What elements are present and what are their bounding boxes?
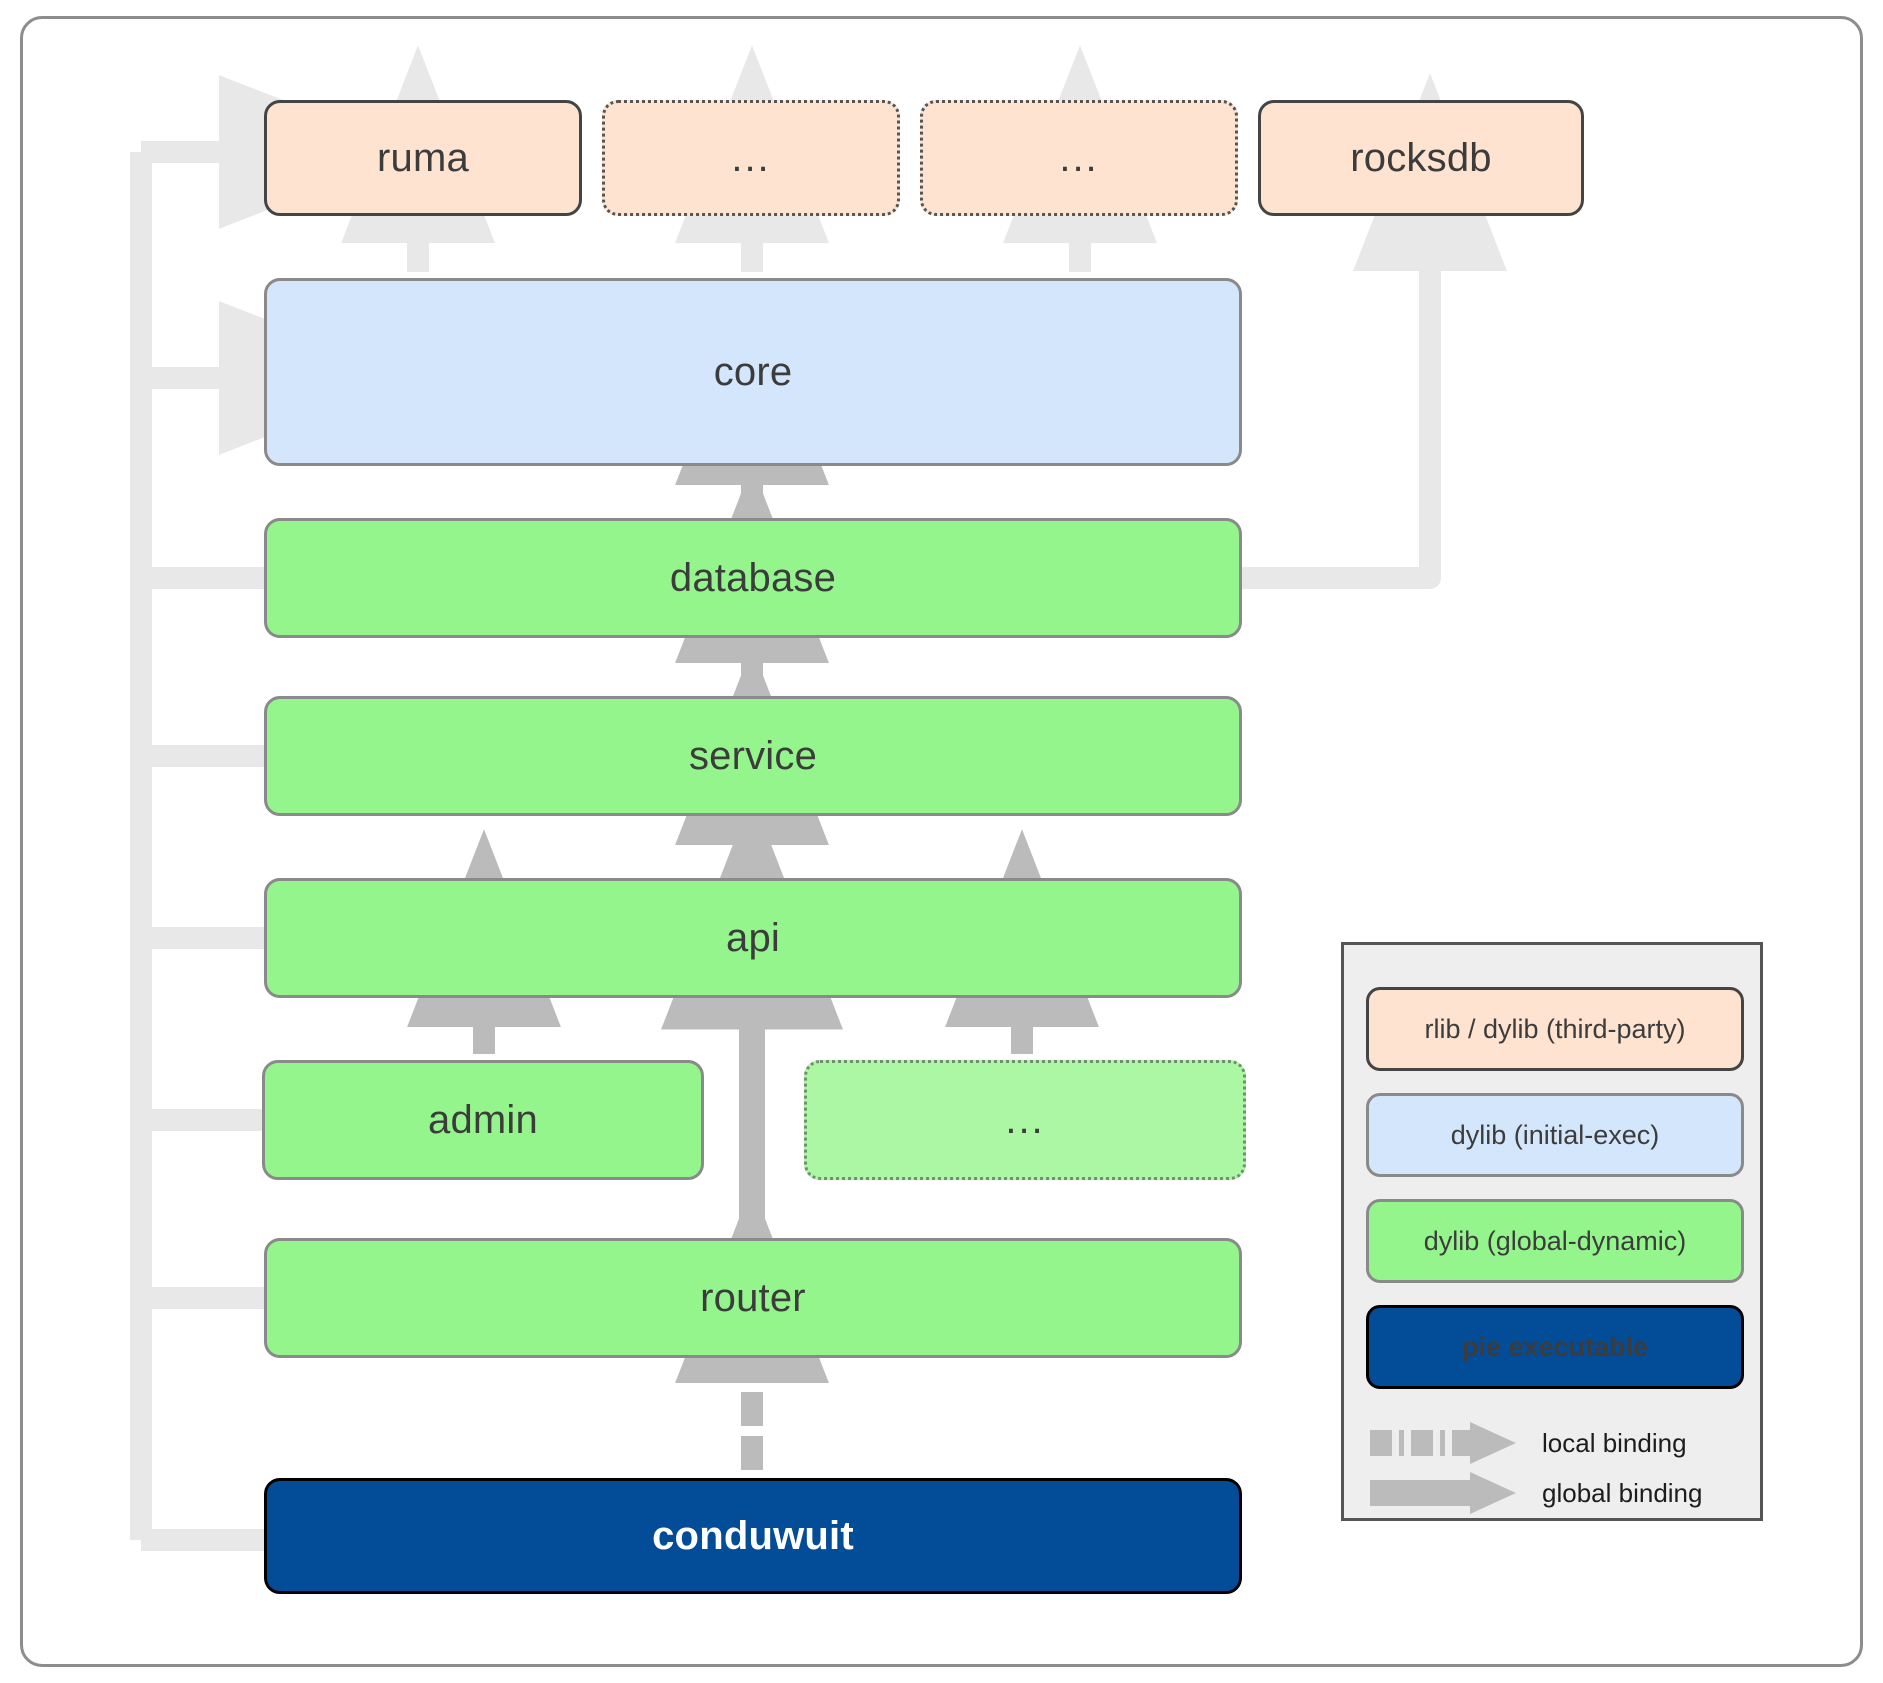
node-label: ...	[731, 136, 771, 180]
legend-arrow-label: local binding	[1542, 1427, 1687, 1458]
node-ellipsis-global-dynamic[interactable]: ...	[804, 1060, 1246, 1180]
node-label: core	[713, 349, 793, 394]
legend-row-global-binding: global binding	[1366, 1463, 1746, 1523]
node-label: api	[726, 915, 780, 960]
node-database[interactable]: database	[264, 518, 1242, 638]
legend-swatch-label: dylib (global-dynamic)	[1423, 1225, 1687, 1256]
node-admin[interactable]: admin	[262, 1060, 704, 1180]
legend-swatch-label: dylib (initial-exec)	[1450, 1119, 1660, 1150]
node-label: ruma	[377, 135, 469, 180]
local-binding-arrow-icon	[1370, 1422, 1516, 1464]
legend-swatch-third-party: rlib / dylib (third-party)	[1366, 987, 1744, 1071]
node-label: ...	[1059, 136, 1099, 180]
node-core[interactable]: core	[264, 278, 1242, 466]
node-label: database	[669, 555, 837, 600]
legend-swatch-global-dynamic: dylib (global-dynamic)	[1366, 1199, 1744, 1283]
node-rocksdb[interactable]: rocksdb	[1258, 100, 1584, 216]
legend-swatch-label: pie executable	[1461, 1331, 1649, 1362]
legend-swatch-pie-executable: pie executable	[1366, 1305, 1744, 1389]
global-binding-arrow-icon	[1370, 1472, 1516, 1514]
node-label: conduwuit	[652, 1513, 854, 1558]
node-ellipsis-third-party-1[interactable]: ...	[602, 100, 900, 216]
node-label: service	[688, 733, 818, 778]
node-label: admin	[428, 1097, 538, 1142]
legend-panel: rlib / dylib (third-party) dylib (initia…	[1341, 942, 1763, 1521]
node-label: router	[700, 1275, 806, 1320]
legend-swatch-label: rlib / dylib (third-party)	[1424, 1013, 1686, 1044]
node-ruma[interactable]: ruma	[264, 100, 582, 216]
node-label: ...	[1005, 1098, 1045, 1142]
legend-swatch-initial-exec: dylib (initial-exec)	[1366, 1093, 1744, 1177]
legend-arrow-label: global binding	[1542, 1477, 1703, 1508]
node-conduwuit[interactable]: conduwuit	[264, 1478, 1242, 1594]
node-router[interactable]: router	[264, 1238, 1242, 1358]
node-ellipsis-third-party-2[interactable]: ...	[920, 100, 1238, 216]
node-service[interactable]: service	[264, 696, 1242, 816]
node-label: rocksdb	[1350, 135, 1492, 180]
legend-row-local-binding: local binding	[1366, 1413, 1746, 1473]
node-api[interactable]: api	[264, 878, 1242, 998]
